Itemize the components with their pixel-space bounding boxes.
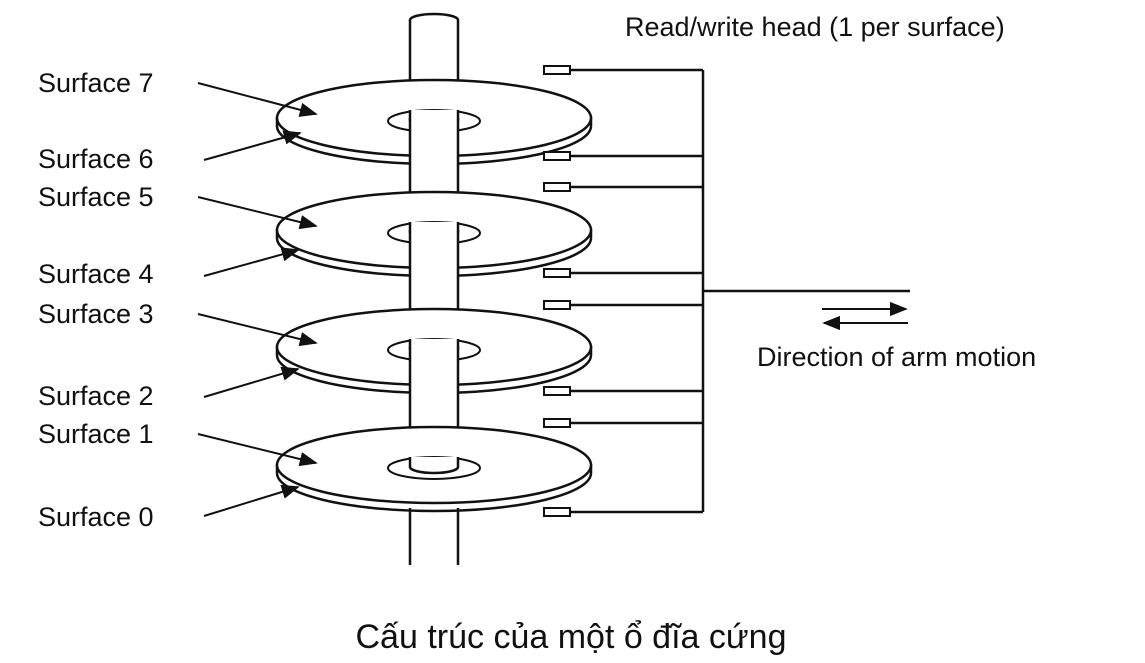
surface-leader-arrow [197, 313, 318, 347]
read-write-head [543, 268, 571, 278]
surface-label: Surface 0 [38, 502, 154, 532]
surface-leader-arrow [197, 433, 318, 467]
surface-leader-arrow [203, 366, 300, 398]
read-write-head [543, 65, 571, 75]
platter [275, 347, 593, 513]
read-write-head [543, 151, 571, 161]
surface-label: Surface 4 [38, 259, 154, 289]
surface-leader-arrow [197, 82, 318, 117]
surface-leader-arrow [203, 484, 300, 517]
diagram-caption: Cấu trúc của một ổ đĩa cứng [356, 618, 787, 656]
surface-label: Surface 5 [38, 182, 154, 212]
surface-leader-arrows [197, 82, 318, 517]
head-label: Read/write head (1 per surface) [625, 12, 1005, 42]
arm-motion-label: Direction of arm motion [757, 342, 1036, 372]
read-write-heads [543, 65, 703, 517]
surface-label: Surface 2 [38, 381, 154, 411]
platter-stack [275, 20, 593, 513]
surface-leader-arrow [203, 247, 300, 277]
read-write-head [543, 418, 571, 428]
surface-leader-arrow [197, 196, 318, 230]
surface-label: Surface 6 [38, 144, 154, 174]
surface-labels: Surface 7 Surface 6 Surface 5 Surface 4 Surf… [38, 68, 154, 532]
read-write-head [543, 300, 571, 310]
surface-label: Surface 7 [38, 68, 154, 98]
spindle-collar [408, 457, 460, 475]
read-write-head [543, 507, 571, 517]
surface-label: Surface 3 [38, 299, 154, 329]
surface-leader-arrow [203, 130, 302, 161]
read-write-head [543, 386, 571, 396]
read-write-head [543, 182, 571, 192]
surface-label: Surface 1 [38, 419, 154, 449]
